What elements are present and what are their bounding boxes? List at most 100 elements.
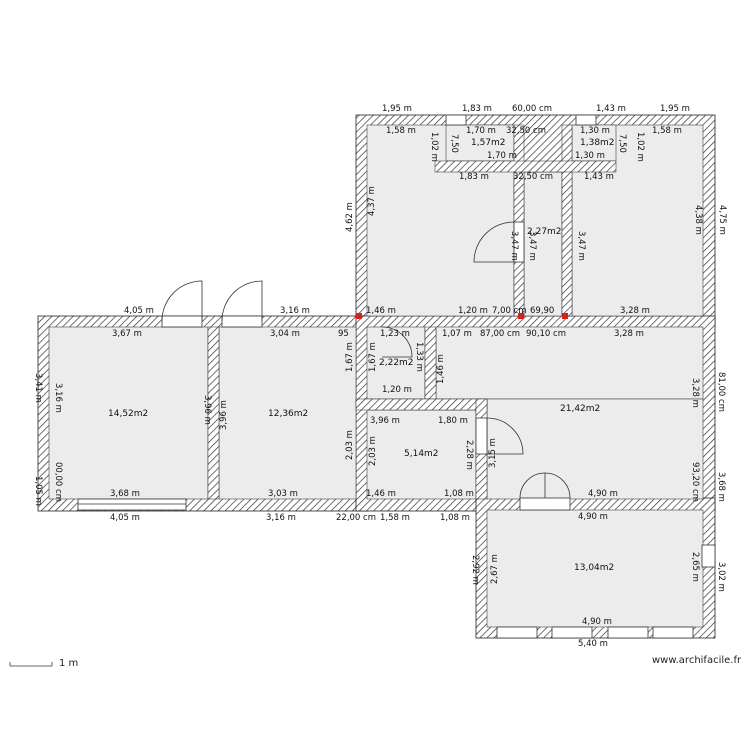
dim-label: 2,65 m: [690, 552, 700, 582]
dim-label: 3,96 m: [219, 400, 229, 430]
area-label: 12,36m2: [268, 409, 308, 419]
dim-label: 3,28 m: [620, 306, 650, 316]
scale-bar: [9, 662, 53, 667]
dim-label: 4,90 m: [578, 512, 608, 522]
dim-label: 1,46 m: [366, 489, 396, 499]
dim-label: 3,28 m: [614, 329, 644, 339]
dim-label: 7,50: [617, 134, 627, 153]
dim-label: 87,00 cm: [480, 329, 520, 339]
dim-label: 3,68 m: [110, 489, 140, 499]
windows: [77, 114, 716, 639]
dim-label: 1,70 m: [466, 126, 496, 136]
room-left-2: [218, 326, 357, 500]
dim-label: 4,90 m: [588, 489, 618, 499]
dim-label: 3,68 m: [716, 472, 726, 502]
dim-label: 93,20 cm: [690, 462, 700, 502]
area-labels: 14,52m2 12,36m2 2,22m2 5,14m2 21,42m2 13…: [108, 138, 615, 573]
area-label: 14,52m2: [108, 409, 148, 419]
dim-label: 5,40 m: [578, 639, 608, 649]
dim-label: 95: [338, 329, 349, 339]
area-label: 1,57m2: [471, 138, 506, 148]
dim-label: 60,00 cm: [512, 104, 552, 114]
dim-label: 2,03 m: [345, 430, 355, 460]
dim-label: 32,50 cm: [506, 126, 546, 136]
dim-label: 1,95 m: [660, 104, 690, 114]
dim-label: 1,30 m: [580, 126, 610, 136]
dim-label: 4,05 m: [124, 306, 154, 316]
dim-label: 3,16 m: [266, 513, 296, 523]
dim-label: 00,00 cm: [53, 462, 63, 502]
dim-label: 3,96 m: [370, 416, 400, 426]
dim-label: 7,50: [449, 134, 459, 153]
dim-label: 22,00 cm: [336, 513, 376, 523]
dim-label: 90,10 cm: [526, 329, 566, 339]
dim-label: 3,41 m: [33, 373, 43, 403]
area-label: 21,42m2: [560, 404, 600, 414]
dim-label: 3,04 m: [270, 329, 300, 339]
dim-label: 7,00 cm: [492, 306, 527, 316]
dim-label: 2,67 m: [490, 554, 500, 584]
area-label: 2,22m2: [379, 358, 414, 368]
dim-label: 3,67 m: [112, 329, 142, 339]
dim-label: 1,02 m: [429, 132, 439, 162]
dim-label: 4,62 m: [345, 202, 355, 232]
dim-label: 1,46 m: [436, 354, 446, 384]
dim-label: 3,03 m: [268, 489, 298, 499]
dim-label: 81,00 cm: [716, 372, 726, 412]
credit-text: www.archifacile.fr: [652, 655, 742, 666]
room-main-lower: [486, 398, 704, 500]
dim-label: 1,46 m: [366, 306, 396, 316]
dim-label: 1,33 m: [414, 342, 424, 372]
dim-label: 3,28 m: [690, 378, 700, 408]
dim-label: 1,67 m: [368, 342, 378, 372]
dim-label: 4,90 m: [582, 617, 612, 627]
dim-label: 1,58 m: [386, 126, 416, 136]
dim-label: 1,70 m: [487, 151, 517, 161]
dim-label: 3,02 m: [716, 562, 726, 592]
dim-label: 3,16 m: [53, 383, 63, 413]
area-label: 2,27m2: [527, 227, 562, 237]
dim-label: 4,38 m: [693, 205, 703, 235]
dim-label: 2,28 m: [464, 440, 474, 470]
room-bath: [366, 409, 477, 500]
dim-label: 1,43 m: [584, 172, 614, 182]
dim-label: 4,05 m: [110, 513, 140, 523]
area-label: 1,38m2: [580, 138, 615, 148]
dim-label: 1,08 m: [440, 513, 470, 523]
dim-label: 1,83 m: [459, 172, 489, 182]
dim-label: 1,20 m: [382, 385, 412, 395]
dim-label: 3,47 m: [527, 231, 537, 261]
area-label: 5,14m2: [404, 449, 439, 459]
room-bottom: [486, 509, 704, 628]
dim-label: 1,05 m: [33, 476, 43, 506]
room-left-1: [48, 326, 209, 500]
dim-label: 4,37 m: [367, 186, 377, 216]
dim-label: 1,58 m: [380, 513, 410, 523]
dim-label: 3,47 m: [509, 231, 519, 261]
dim-label: 1,30 m: [575, 151, 605, 161]
dim-label: 2,03 m: [368, 436, 378, 466]
dim-label: 3,15 m: [488, 438, 498, 468]
doors: [161, 221, 571, 511]
dim-label: 3,96 m: [202, 395, 212, 425]
dim-label: 1,58 m: [652, 126, 682, 136]
dim-label: 3,16 m: [280, 306, 310, 316]
dim-label: 1,83 m: [462, 104, 492, 114]
area-label: 13,04m2: [574, 563, 614, 573]
room-wc: [366, 326, 426, 400]
dim-label: 3,47 m: [576, 231, 586, 261]
dim-label: 1,02 m: [635, 132, 645, 162]
room-main: [435, 326, 704, 400]
dim-label: 1,08 m: [444, 489, 474, 499]
dim-label: 4,75 m: [717, 205, 727, 235]
dim-label: 1,07 m: [442, 329, 472, 339]
dimension-labels: 1,95 m 1,83 m 60,00 cm 1,43 m 1,95 m 1,5…: [33, 104, 727, 649]
room-floors: [48, 124, 704, 628]
dim-label: 2,92 m: [470, 555, 480, 585]
dim-label: 1,95 m: [382, 104, 412, 114]
dim-label: 1,23 m: [380, 329, 410, 339]
dim-label: 32,50 cm: [513, 172, 553, 182]
dim-label: 69,90: [530, 306, 554, 316]
junction-markers: [356, 313, 568, 319]
